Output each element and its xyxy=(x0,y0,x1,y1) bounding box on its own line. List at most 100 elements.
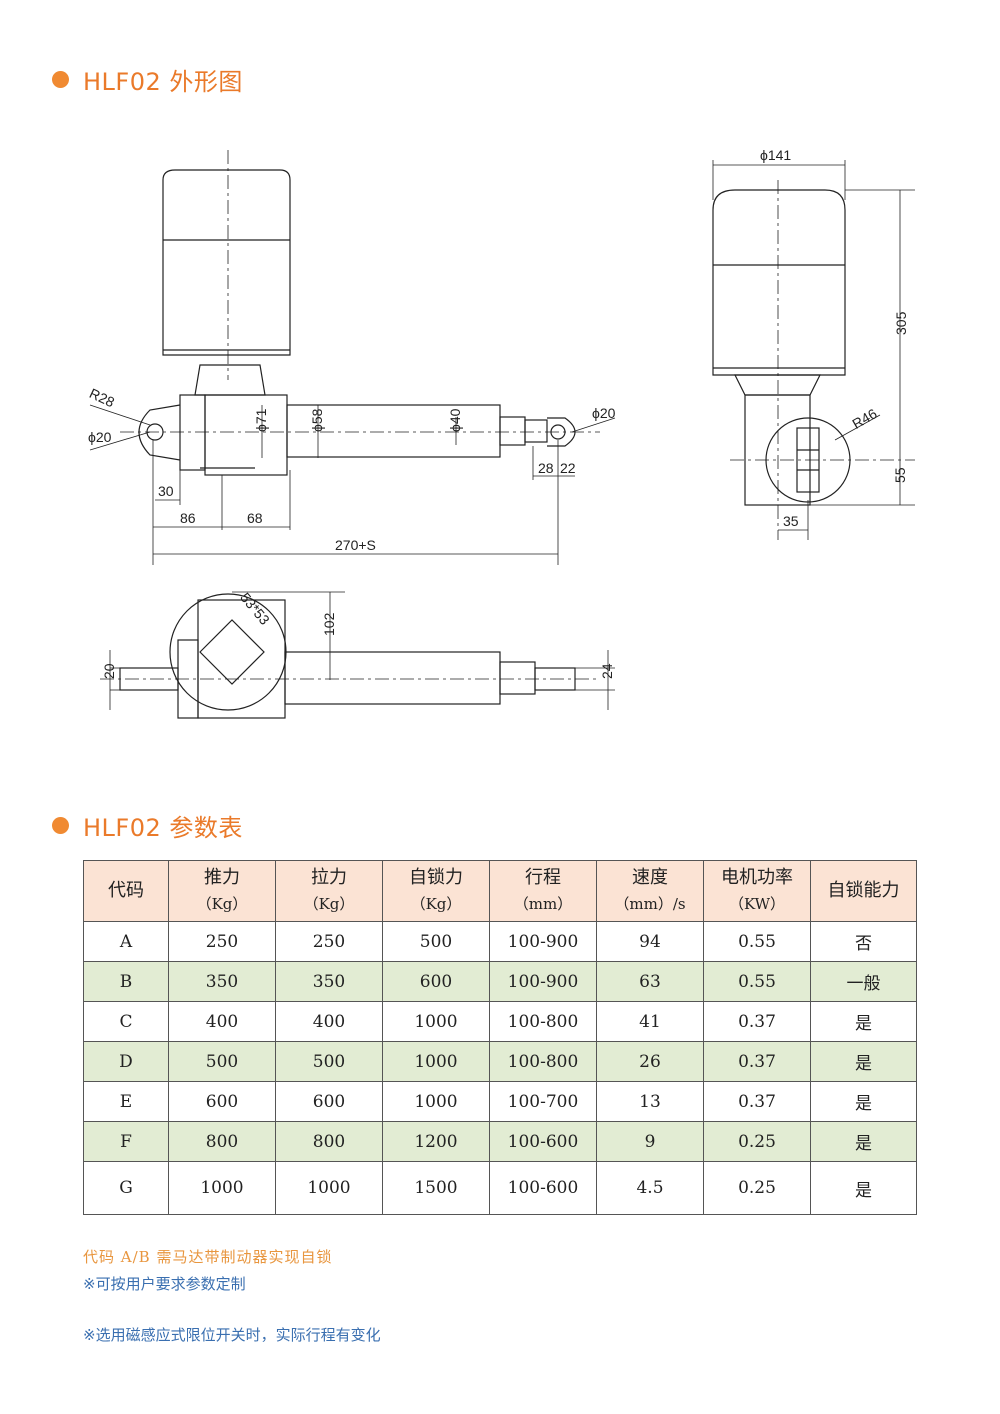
cell-self-lock-ability: 是 xyxy=(810,1161,917,1215)
table-row: A 250 250 500 100-900 94 0.55 否 xyxy=(83,921,917,962)
cell-stroke: 100-600 xyxy=(489,1121,597,1162)
cell-pull: 800 xyxy=(275,1121,383,1162)
dim-30: 30 xyxy=(158,483,174,499)
cell-motor-power: 0.55 xyxy=(703,961,811,1002)
section-title-outline: HLF02 外形图 xyxy=(83,68,243,96)
cell-push: 350 xyxy=(168,961,276,1002)
table-row: C 400 400 1000 100-800 41 0.37 是 xyxy=(83,1001,917,1042)
table-header-row: 代码 推力（Kg） 拉力（Kg） 自锁力（Kg） 行程（mm） 速度（mm）/s… xyxy=(83,860,917,922)
cell-self-lock-ability: 否 xyxy=(810,921,917,962)
dim-phi141: ϕ141 xyxy=(760,147,791,163)
dim-20: 20 xyxy=(101,663,117,679)
cell-self-lock-ability: 是 xyxy=(810,1001,917,1042)
table-row: D 500 500 1000 100-800 26 0.37 是 xyxy=(83,1041,917,1082)
dim-102: 102 xyxy=(321,612,337,636)
section-title-params: HLF02 参数表 xyxy=(83,814,243,842)
side-view xyxy=(712,160,915,540)
cell-motor-power: 0.37 xyxy=(703,1041,811,1082)
table-row: B 350 350 600 100-900 63 0.55 一般 xyxy=(83,961,917,1002)
note-brake-requirement: 代码 A/B 需马达带制动器实现自锁 xyxy=(83,1248,333,1266)
cell-pull: 350 xyxy=(275,961,383,1002)
cell-motor-power: 0.55 xyxy=(703,921,811,962)
header-push: 推力（Kg） xyxy=(168,860,276,922)
cell-speed: 4.5 xyxy=(596,1161,704,1215)
cell-speed: 9 xyxy=(596,1121,704,1162)
dim-phi20-left: ϕ20 xyxy=(88,429,112,445)
header-pull: 拉力（Kg） xyxy=(275,860,383,922)
cell-stroke: 100-800 xyxy=(489,1041,597,1082)
cell-self-lock-ability: 是 xyxy=(810,1121,917,1162)
cell-self-lock-force: 1000 xyxy=(382,1081,490,1122)
cell-pull: 400 xyxy=(275,1001,383,1042)
cell-self-lock-force: 1500 xyxy=(382,1161,490,1215)
note-custom-parameters: ※可按用户要求参数定制 xyxy=(83,1275,246,1293)
cell-self-lock-force: 1000 xyxy=(382,1001,490,1042)
cell-motor-power: 0.25 xyxy=(703,1121,811,1162)
cell-motor-power: 0.25 xyxy=(703,1161,811,1215)
cell-speed: 13 xyxy=(596,1081,704,1122)
header-motor-power: 电机功率（KW） xyxy=(703,860,811,922)
dim-28: 28 xyxy=(538,460,554,476)
section-heading-outline: HLF02 外形图 xyxy=(52,62,243,97)
dim-305: 305 xyxy=(893,311,909,335)
cell-code: A xyxy=(83,921,169,962)
cell-stroke: 100-700 xyxy=(489,1081,597,1122)
header-stroke: 行程（mm） xyxy=(489,860,597,922)
dim-86: 86 xyxy=(180,510,196,526)
cell-code: C xyxy=(83,1001,169,1042)
cell-self-lock-force: 1000 xyxy=(382,1041,490,1082)
cell-self-lock-force: 500 xyxy=(382,921,490,962)
cell-push: 500 xyxy=(168,1041,276,1082)
cell-stroke: 100-600 xyxy=(489,1161,597,1215)
dim-35: 35 xyxy=(783,513,799,529)
outline-drawing: R28 ϕ20 ϕ71 ϕ58 ϕ40 ϕ20 28 22 30 86 68 2… xyxy=(87,147,915,719)
cell-push: 1000 xyxy=(168,1161,276,1215)
header-speed: 速度（mm）/s xyxy=(596,860,704,922)
table-row: E 600 600 1000 100-700 13 0.37 是 xyxy=(83,1081,917,1122)
cell-pull: 1000 xyxy=(275,1161,383,1215)
cell-code: E xyxy=(83,1081,169,1122)
dim-phi71: ϕ71 xyxy=(253,408,269,432)
cell-push: 400 xyxy=(168,1001,276,1042)
front-view xyxy=(89,150,616,565)
table-row: F 800 800 1200 100-600 9 0.25 是 xyxy=(83,1121,917,1162)
dim-phi20-right: ϕ20 xyxy=(592,405,616,421)
cell-push: 800 xyxy=(168,1121,276,1162)
dim-24: 24 xyxy=(599,663,615,679)
cell-pull: 600 xyxy=(275,1081,383,1122)
cell-self-lock-ability: 是 xyxy=(810,1041,917,1082)
cell-speed: 94 xyxy=(596,921,704,962)
bullet-dot-icon xyxy=(52,817,69,834)
section-heading-params: HLF02 参数表 xyxy=(52,808,243,843)
cell-self-lock-ability: 是 xyxy=(810,1081,917,1122)
cell-self-lock-force: 600 xyxy=(382,961,490,1002)
dim-68: 68 xyxy=(247,510,263,526)
cell-code: D xyxy=(83,1041,169,1082)
cell-pull: 250 xyxy=(275,921,383,962)
cell-speed: 41 xyxy=(596,1001,704,1042)
cell-speed: 26 xyxy=(596,1041,704,1082)
header-code: 代码 xyxy=(83,860,169,922)
dim-phi58: ϕ58 xyxy=(309,408,325,432)
cell-self-lock-ability: 一般 xyxy=(810,961,917,1002)
cell-stroke: 100-900 xyxy=(489,961,597,1002)
cell-motor-power: 0.37 xyxy=(703,1081,811,1122)
parameter-table: 代码 推力（Kg） 拉力（Kg） 自锁力（Kg） 行程（mm） 速度（mm）/s… xyxy=(83,860,917,1215)
cell-speed: 63 xyxy=(596,961,704,1002)
dim-270-s: 270+S xyxy=(335,537,376,553)
cell-motor-power: 0.37 xyxy=(703,1001,811,1042)
bullet-dot-icon xyxy=(52,71,69,88)
cell-pull: 500 xyxy=(275,1041,383,1082)
header-self-lock-force: 自锁力（Kg） xyxy=(382,860,490,922)
dim-53x53: 53*53 xyxy=(237,589,273,627)
dim-phi40: ϕ40 xyxy=(447,408,463,432)
cell-code: B xyxy=(83,961,169,1002)
dim-r46: R46 xyxy=(849,405,879,432)
cell-stroke: 100-800 xyxy=(489,1001,597,1042)
cell-push: 600 xyxy=(168,1081,276,1122)
cell-code: G xyxy=(83,1161,169,1215)
top-view xyxy=(100,591,615,719)
note-magnetic-limit-switch: ※选用磁感应式限位开关时，实际行程有变化 xyxy=(83,1326,381,1344)
dim-r28: R28 xyxy=(87,385,117,410)
dim-55: 55 xyxy=(892,467,908,483)
